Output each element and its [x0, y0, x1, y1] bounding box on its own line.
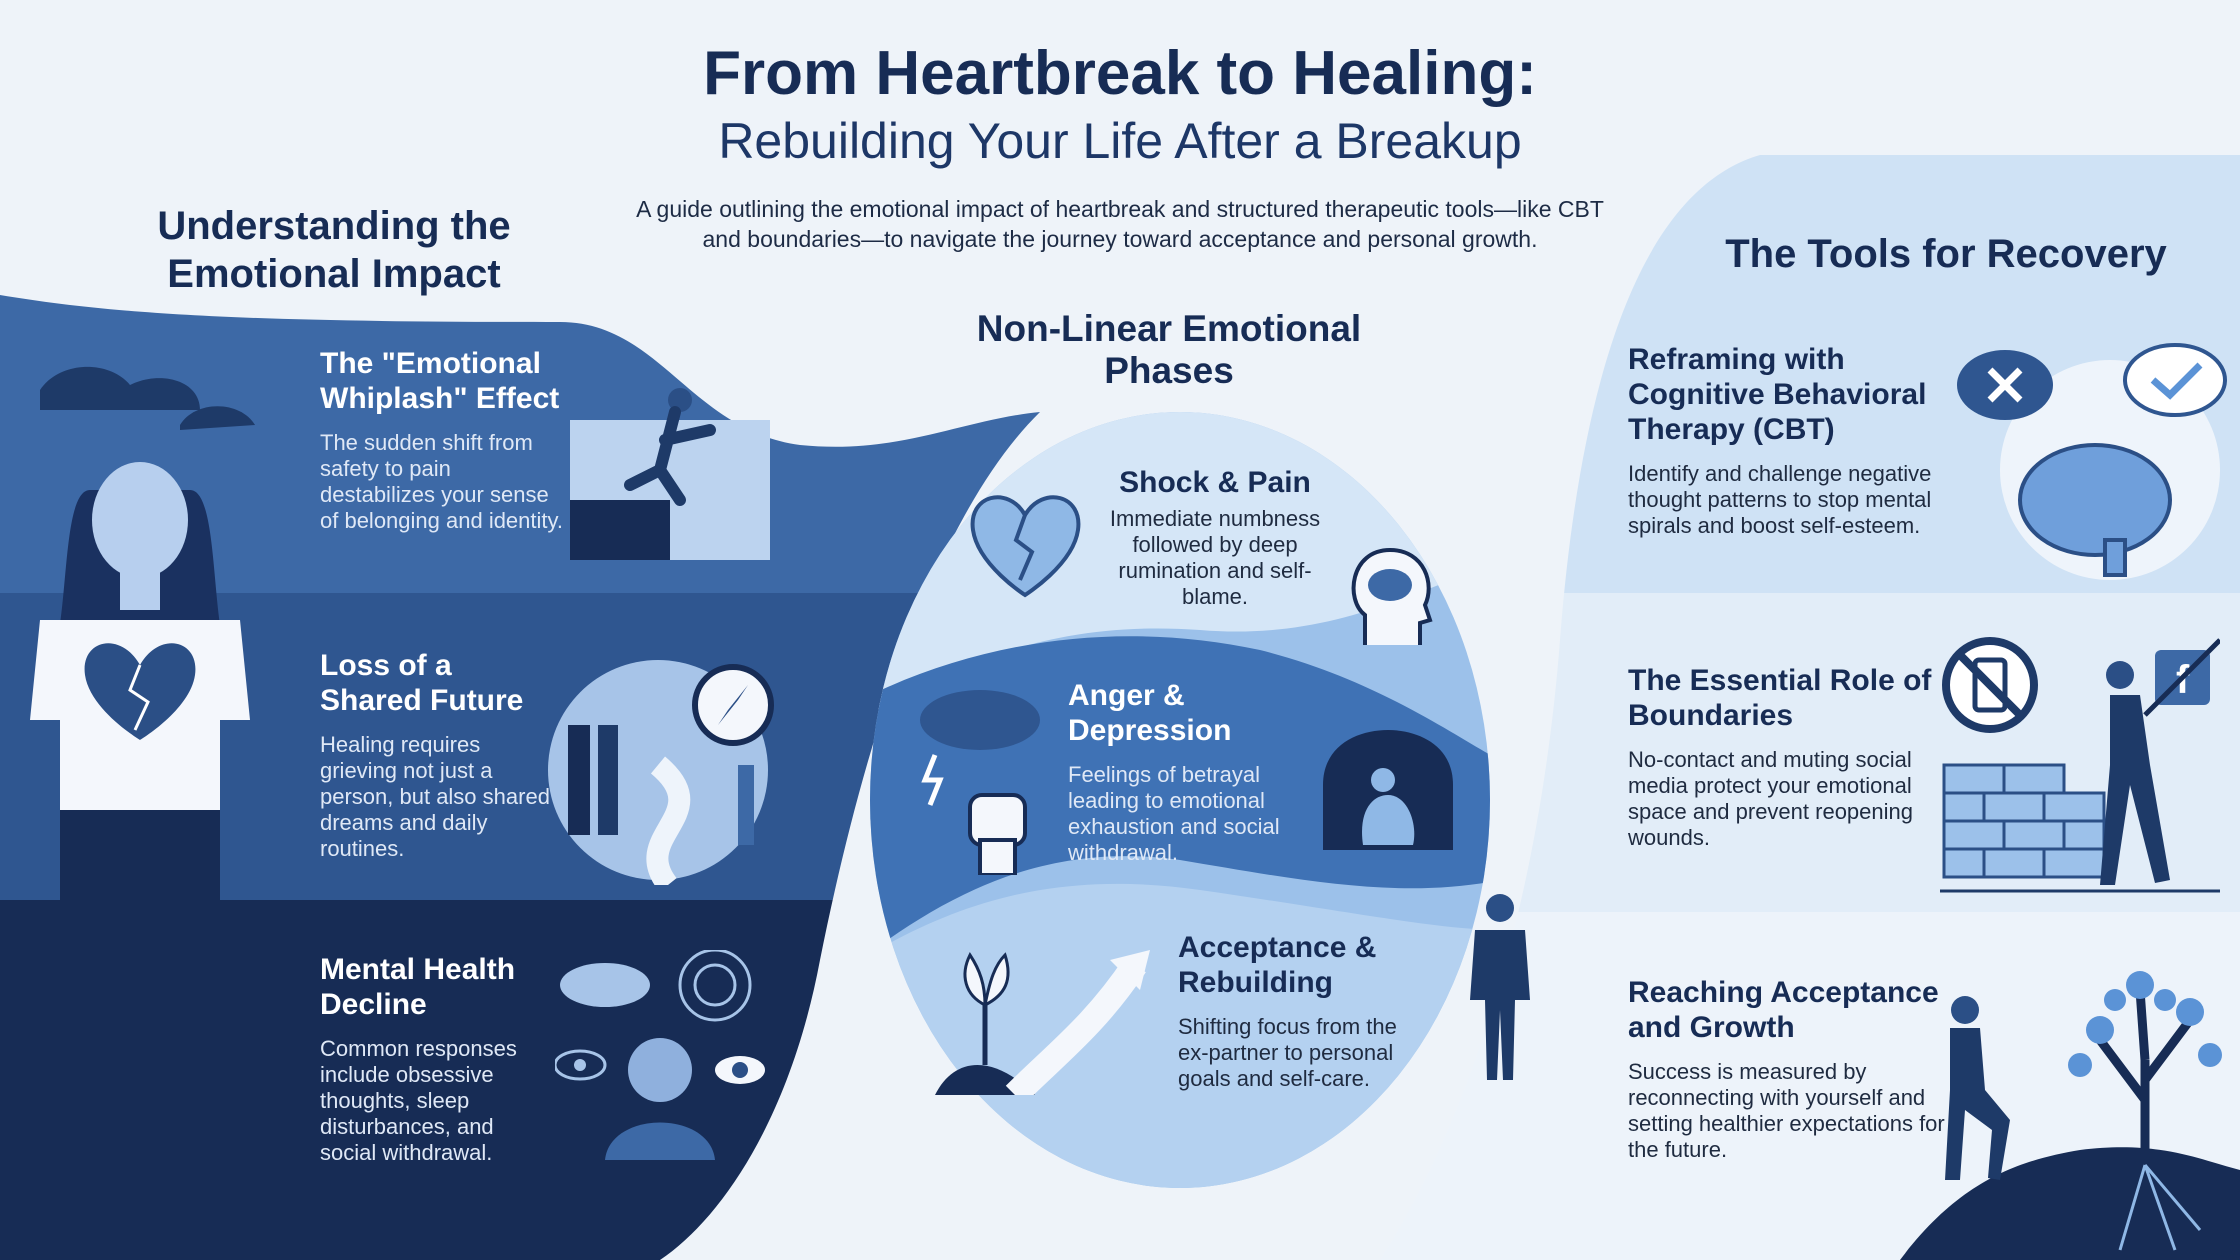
head-brain-icon — [1351, 547, 1433, 645]
middle-section-heading: Non-Linear Emotional Phases — [976, 308, 1362, 391]
phase-acceptance-rebuilding: Acceptance & Rebuilding Shifting focus f… — [1178, 930, 1398, 1092]
phase-body: Shifting focus from the ex-partner to pe… — [1178, 1014, 1397, 1091]
card-emotional-whiplash: The "Emotional Whiplash" Effect The sudd… — [320, 346, 570, 534]
falling-person-icon — [570, 388, 770, 560]
person-in-tunnel-icon — [1323, 730, 1453, 850]
card-body: The sudden shift from safety to pain des… — [320, 430, 563, 533]
growth-tree-climber-icon — [1900, 971, 2240, 1260]
standing-man-icon — [1470, 894, 1530, 1080]
couple-path-compass-icon — [548, 660, 774, 885]
phase-title: Acceptance & Rebuilding — [1178, 931, 1377, 999]
tool-body: Identify and challenge negative thought … — [1628, 461, 1932, 538]
phase-body: Feelings of betrayal leading to emotiona… — [1068, 762, 1280, 865]
phase-body: Immediate numbness followed by deep rumi… — [1109, 506, 1321, 609]
right-section-heading: The Tools for Recovery — [1725, 232, 2167, 276]
boundaries-wall-icon: f — [1940, 637, 2220, 893]
page-subtitle: Rebuilding Your Life After a Breakup — [718, 113, 1522, 169]
broken-heart-icon — [970, 495, 1081, 598]
tool-body: No-contact and muting social media prote… — [1628, 747, 1913, 850]
page-title: From Heartbreak to Healing: — [703, 39, 1537, 108]
tool-title: Reaching Acceptance and Growth — [1628, 976, 1939, 1044]
phase-title: Shock & Pain — [1119, 466, 1311, 499]
phase-title: Anger & Depression — [1068, 679, 1232, 747]
tool-body: Success is measured by reconnecting with… — [1628, 1059, 1945, 1162]
phase-anger-depression: Anger & Depression Feelings of betrayal … — [1068, 678, 1308, 866]
cbt-brain-thoughts-icon — [1957, 343, 2227, 580]
card-body: Healing requires grieving not just a per… — [320, 732, 550, 861]
card-title: Loss of a Shared Future — [320, 649, 524, 717]
page-description: A guide outlining the emotional impact o… — [636, 196, 1604, 252]
phase-shock-pain: Shock & Pain Immediate numbness followed… — [1090, 465, 1340, 610]
tool-boundaries: The Essential Role of Boundaries No-cont… — [1628, 663, 1948, 851]
tool-title: The Essential Role of Boundaries — [1628, 664, 1932, 732]
sprout-growth-arrow-icon — [935, 950, 1150, 1095]
tool-cbt: Reframing with Cognitive Behavioral Ther… — [1628, 342, 1948, 539]
card-body: Common responses include obsessive thoug… — [320, 1036, 517, 1165]
left-section-heading: Understanding the Emotional Impact — [157, 204, 511, 296]
card-shared-future: Loss of a Shared Future Healing requires… — [320, 648, 560, 862]
tool-title: Reframing with Cognitive Behavioral Ther… — [1628, 343, 1927, 446]
anxious-mind-icon — [555, 950, 765, 1160]
card-title: Mental Health Decline — [320, 953, 516, 1021]
heartbroken-woman-icon — [30, 366, 255, 900]
tool-acceptance-growth: Reaching Acceptance and Growth Success i… — [1628, 975, 1958, 1163]
card-mental-health: Mental Health Decline Common responses i… — [320, 952, 550, 1166]
card-title: The "Emotional Whiplash" Effect — [320, 347, 560, 415]
storm-cloud-fist-icon — [920, 690, 1040, 875]
